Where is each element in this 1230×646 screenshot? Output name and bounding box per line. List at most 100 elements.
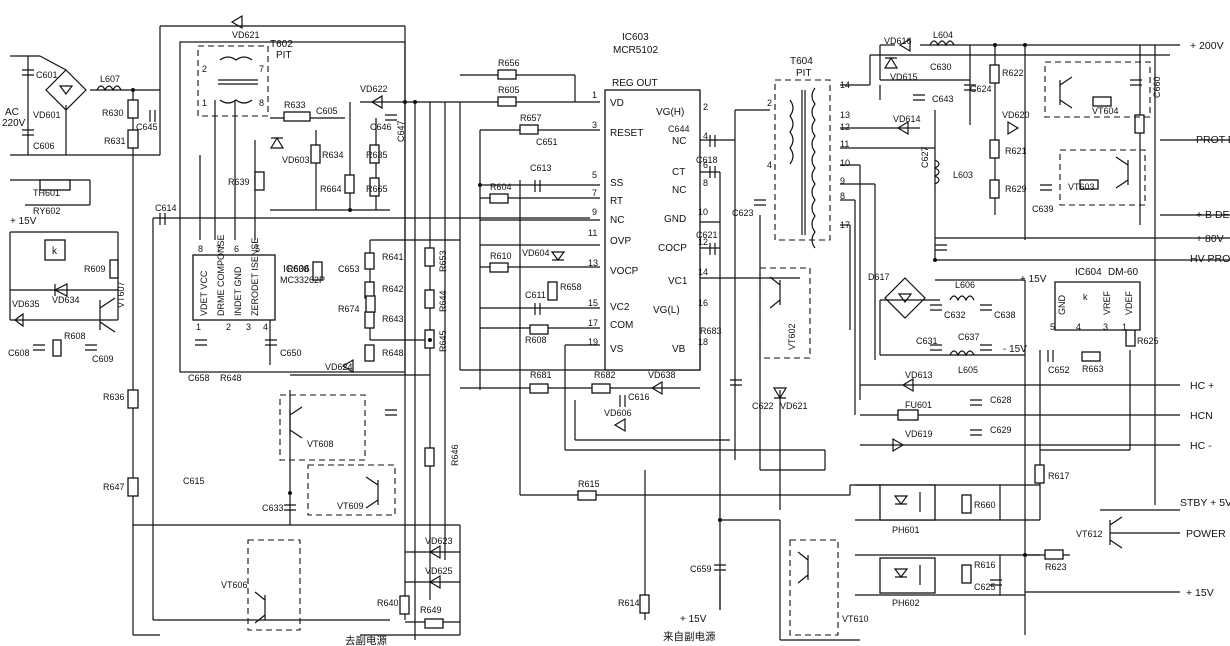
svg-text:4: 4 [1076,322,1081,332]
svg-text:5: 5 [592,170,597,180]
svg-text:R634: R634 [322,150,344,160]
svg-text:1: 1 [592,90,597,100]
svg-text:VD: VD [610,98,624,109]
resistor-r631 [127,129,139,149]
svg-text:C611: C611 [525,290,546,300]
svg-text:3: 3 [1103,322,1108,332]
svg-text:VD625: VD625 [425,566,453,576]
svg-text:VDEF: VDEF [1124,290,1134,315]
svg-text:11: 11 [840,139,849,149]
svg-text:VT604: VT604 [1092,106,1119,116]
svg-text:C629: C629 [990,425,1012,435]
svg-text:VD603: VD603 [282,155,310,165]
svg-text:C605: C605 [316,106,338,116]
svg-text:R653: R653 [438,250,448,272]
svg-text:RESET: RESET [610,128,643,139]
output-prot-det: PROT DET [1196,134,1230,146]
svg-text:OVP: OVP [610,236,631,247]
svg-text:2: 2 [767,98,772,108]
svg-text:8: 8 [198,244,203,254]
svg-text:4: 4 [767,160,772,170]
ic603-body [604,89,701,371]
svg-text:R605: R605 [498,85,520,95]
svg-text:VT612: VT612 [1076,529,1103,539]
resistor-r630 [127,99,139,119]
svg-text:R643: R643 [382,314,404,324]
svg-text:7: 7 [259,64,264,74]
svg-text:C622: C622 [752,401,774,411]
svg-text:C631: C631 [916,336,938,346]
svg-text:R610: R610 [490,251,512,261]
svg-text:VD601: VD601 [33,110,61,120]
ac-label: AC [5,107,19,118]
svg-text:C638: C638 [994,310,1016,320]
t602-name: T602 [270,39,293,50]
svg-text:C618: C618 [696,155,718,165]
svg-text:INDET GND: INDET GND [233,266,243,316]
svg-text:TH601: TH601 [33,188,60,198]
svg-text:13: 13 [840,110,850,120]
svg-text:D617: D617 [868,272,890,282]
svg-text:R615: R615 [578,479,600,489]
svg-text:VD623: VD623 [425,536,453,546]
ic606-part: MC33262P [280,275,325,285]
ic603-name: IC603 [622,32,649,43]
svg-text:VD620: VD620 [1002,110,1030,120]
svg-text:DRME COMPONSE: DRME COMPONSE [216,234,226,316]
svg-text:C614: C614 [155,203,177,213]
svg-text:C616: C616 [628,392,650,402]
svg-text:VG(L): VG(L) [653,305,680,316]
svg-text:8: 8 [259,98,264,108]
svg-text:5: 5 [1050,322,1055,332]
svg-text:C609: C609 [92,354,114,364]
svg-text:C660: C660 [1152,76,1162,98]
output-80v: + 80V [1196,233,1224,245]
svg-text:4: 4 [263,322,268,332]
svg-text:R644: R644 [438,290,448,312]
svg-text:14: 14 [698,267,708,277]
svg-text:R657: R657 [520,113,542,123]
svg-text:R658: R658 [560,282,582,292]
svg-text:R614: R614 [618,598,640,608]
svg-text:C632: C632 [944,310,966,320]
diode-vd635 [14,312,24,328]
svg-text:k: k [1083,292,1088,302]
svg-text:C645: C645 [136,122,158,132]
svg-text:C606: C606 [33,141,55,151]
svg-text:VT610: VT610 [842,614,869,624]
svg-text:R683: R683 [700,326,722,336]
resistors [254,64,1145,629]
svg-text:2: 2 [226,322,231,332]
svg-text:1: 1 [1122,322,1127,332]
svg-text:R648: R648 [220,373,242,383]
rail-plus15-c: + 15V [680,614,707,625]
svg-text:R674: R674 [338,304,360,314]
svg-text:VT606: VT606 [221,580,248,590]
output-200v: + 200V [1190,40,1224,52]
svg-text:R641: R641 [382,252,404,262]
svg-text:9: 9 [592,207,597,217]
svg-text:R646: R646 [450,444,460,466]
svg-text:14: 14 [840,80,850,90]
inductors [929,40,975,357]
svg-text:R629: R629 [1005,184,1027,194]
relay-coil [44,239,66,261]
svg-text:R621: R621 [1005,146,1027,156]
svg-text:10: 10 [698,207,708,217]
t604-name: T604 [790,56,813,67]
svg-text:16: 16 [698,298,708,308]
ac-voltage-label: 220V [2,118,26,129]
svg-text:NC: NC [610,215,624,226]
ic606-name: IC606 [283,264,310,275]
svg-text:C624: C624 [970,84,992,94]
output-power: POWER [1186,528,1226,540]
svg-text:PH601: PH601 [892,525,920,535]
rail-plus15-a: + 15V [10,216,37,227]
capacitors [22,69,1142,586]
svg-text:NC: NC [672,185,686,196]
junction-dots [131,43,1027,557]
svg-text:R656: R656 [498,58,520,68]
svg-text:C646: C646 [370,122,392,132]
svg-text:1: 1 [202,98,207,108]
svg-text:11: 11 [588,228,597,238]
